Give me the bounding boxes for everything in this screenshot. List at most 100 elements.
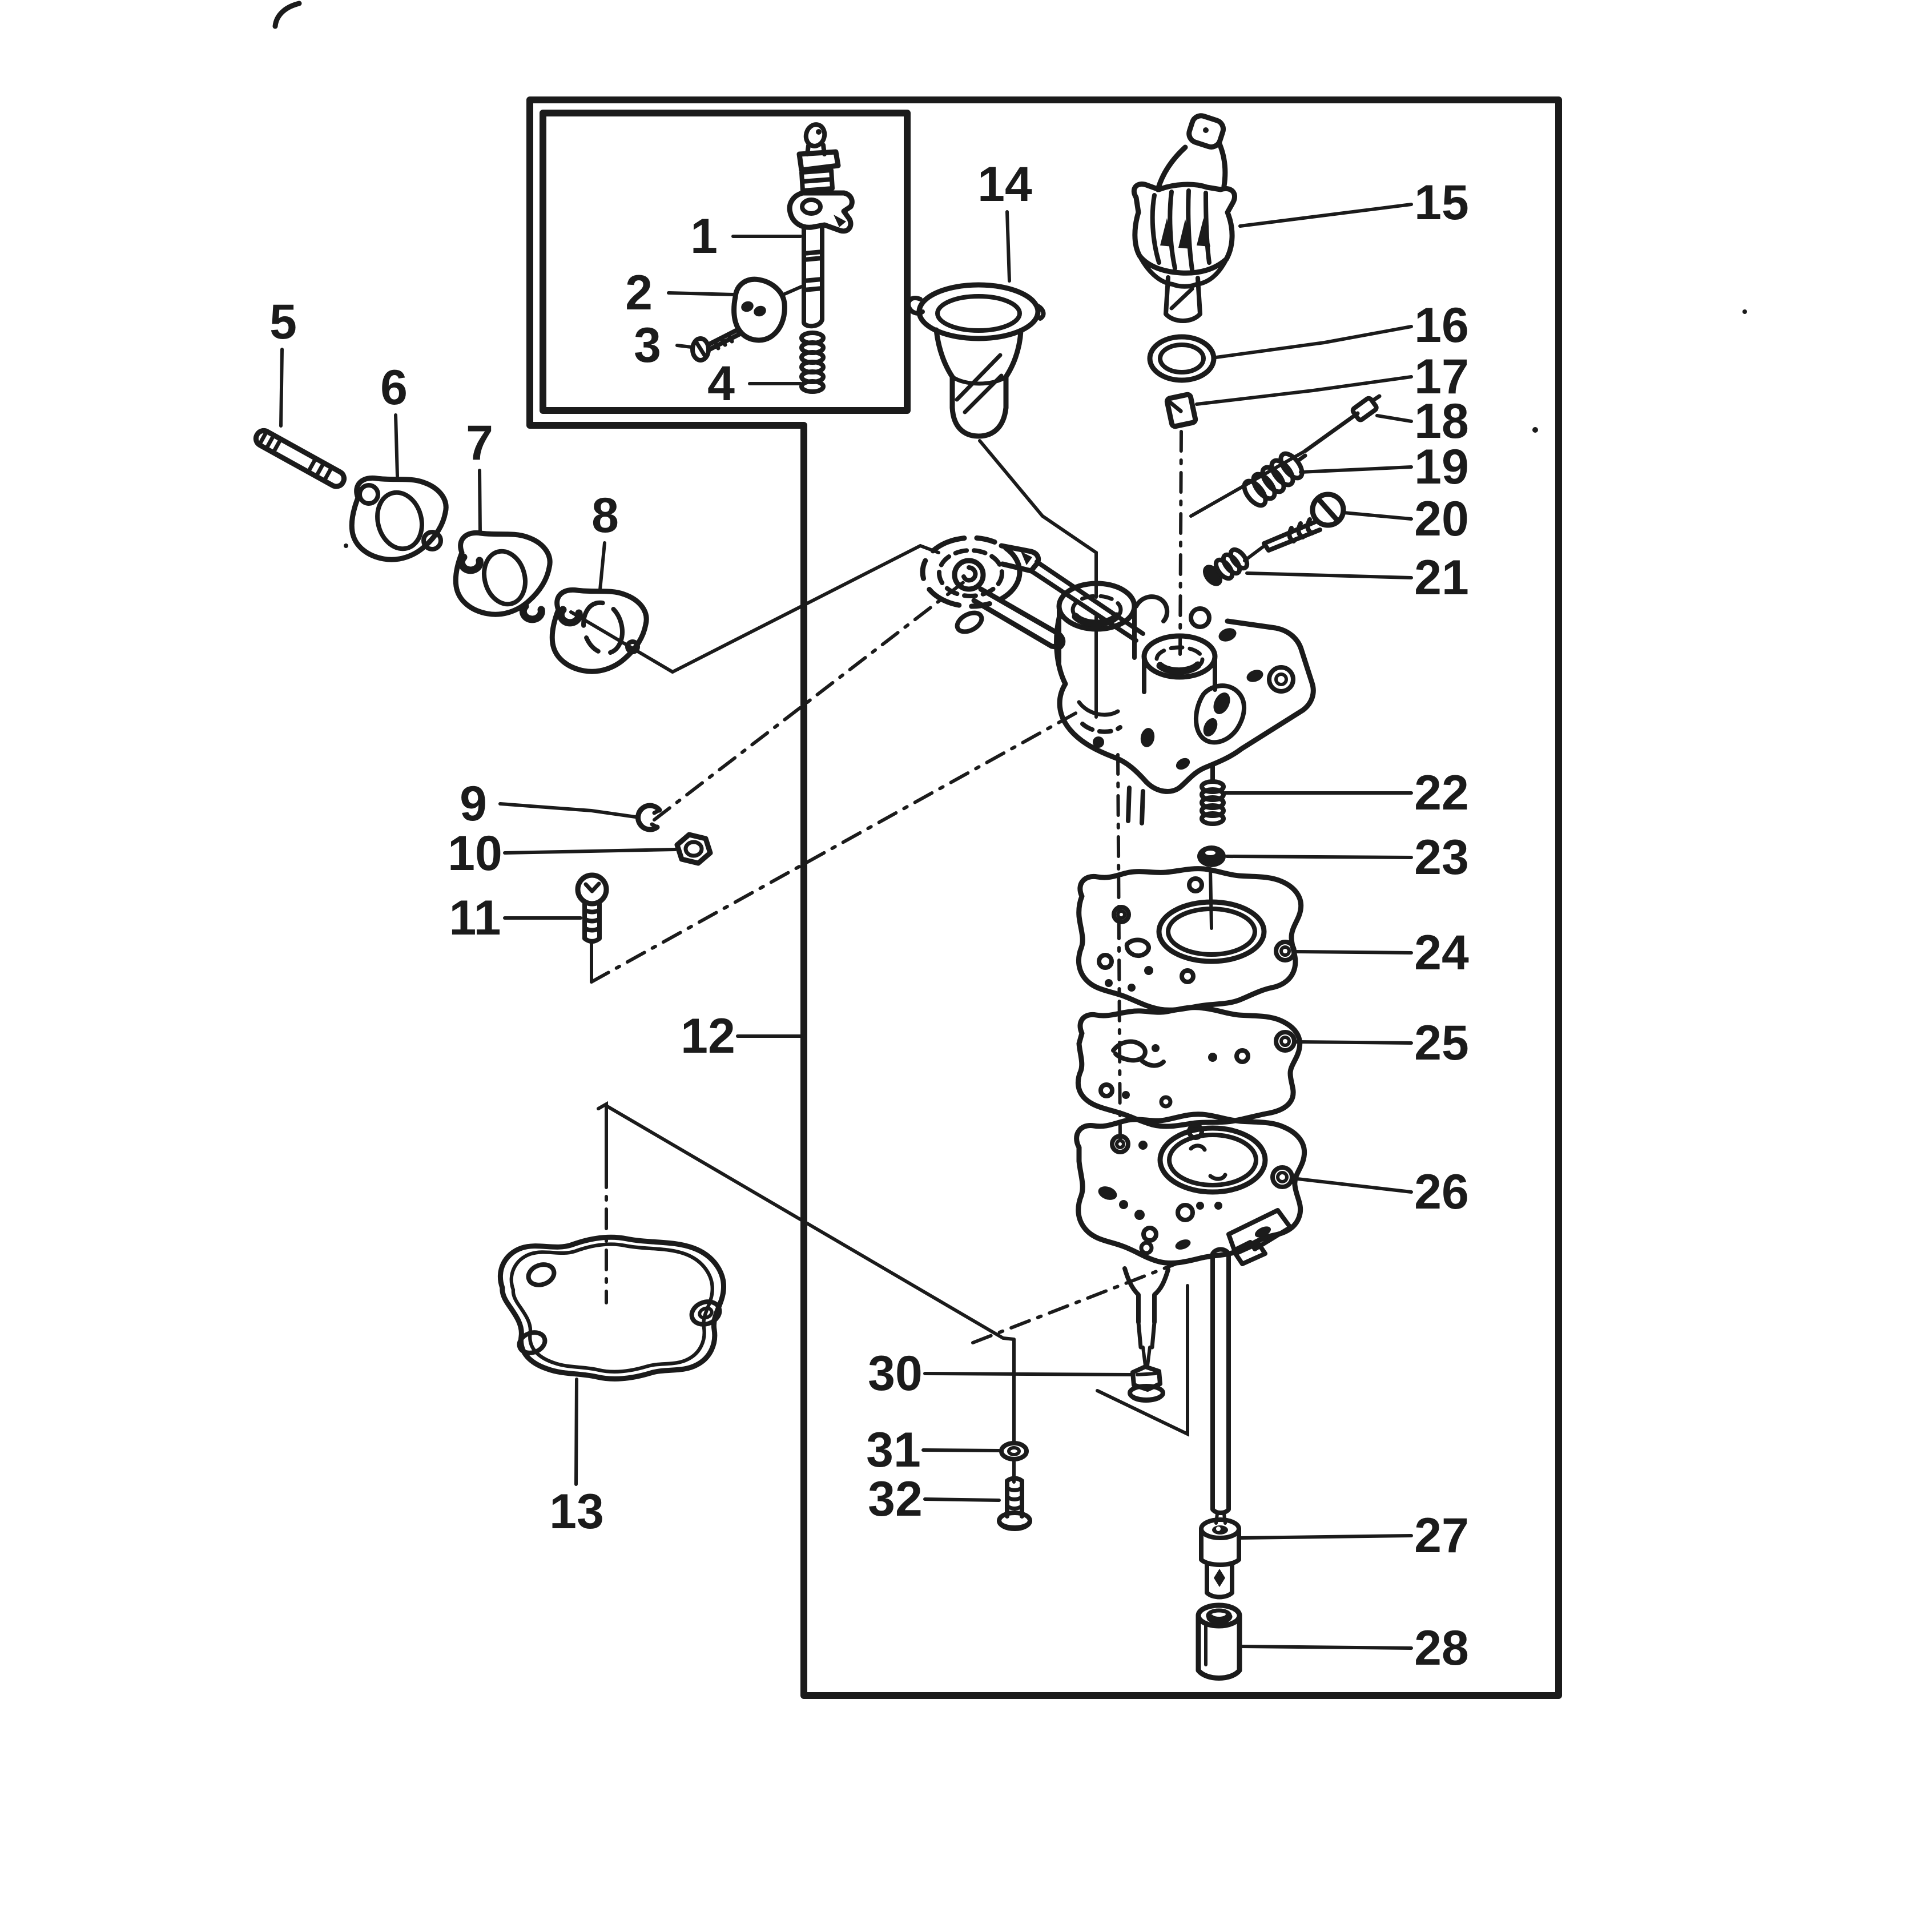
callout-5: 5 <box>269 295 297 349</box>
leader-line-17 <box>1195 375 1413 406</box>
leader-line-9 <box>498 802 637 819</box>
leader-line-27 <box>1238 1534 1413 1540</box>
stack-parts-group <box>997 764 1307 1681</box>
callout-15: 15 <box>1414 175 1469 230</box>
axis-line-needle <box>1189 449 1307 518</box>
axis-line-bowl-a <box>597 1101 608 1170</box>
speck-icon <box>344 543 348 548</box>
part-23-seal <box>1197 845 1226 867</box>
part-7-insulator <box>456 533 550 623</box>
part-14-venturi <box>906 282 1046 439</box>
callout-10: 10 <box>448 826 502 881</box>
leader-line-2 <box>667 291 736 296</box>
callout-17: 17 <box>1414 349 1469 404</box>
part-4-spring <box>799 331 826 394</box>
leader-line-8 <box>598 541 606 591</box>
callout-19: 19 <box>1414 440 1469 494</box>
leader-line-19 <box>1299 465 1413 474</box>
part-31-washer <box>999 1441 1029 1461</box>
callout-8: 8 <box>591 488 619 543</box>
pen-mark <box>272 1 302 29</box>
leader-line-15 <box>1238 203 1413 228</box>
axis-line-nozzle <box>971 1258 1189 1344</box>
leader-line-20 <box>1342 511 1413 521</box>
axis-line-screw11b <box>590 710 1081 984</box>
part-2-cam-plate <box>731 276 803 343</box>
axis-line-screw30 <box>1096 1284 1189 1437</box>
part-19-spring <box>1242 451 1307 508</box>
part-25-diaphragm <box>1075 1005 1303 1129</box>
part-18-needle <box>1303 394 1382 453</box>
callout-21: 21 <box>1414 550 1469 605</box>
frame-group <box>272 1 1747 1699</box>
speck-icon <box>1742 309 1747 314</box>
leader-line-31 <box>921 1448 1001 1452</box>
leader-line-16 <box>1214 325 1413 359</box>
callout-27: 27 <box>1414 1508 1469 1563</box>
part-20-screw <box>1262 492 1346 553</box>
callout-22: 22 <box>1414 766 1469 820</box>
axis-lines-group <box>569 430 1307 1484</box>
leader-line-26 <box>1291 1177 1413 1194</box>
axis-line-bottom-diag <box>605 1104 1016 1341</box>
leader-line-6 <box>394 413 399 478</box>
part-32-screw <box>997 1476 1032 1531</box>
part-26-pump-body <box>1074 1111 1307 1367</box>
part-28-bushing <box>1196 1602 1242 1681</box>
leader-line-13 <box>574 1378 578 1486</box>
callout-2: 2 <box>625 265 653 320</box>
part-1-throttle-shaft <box>787 122 855 329</box>
part-21-spring-cap <box>1203 545 1265 586</box>
speck-icon <box>1532 427 1538 433</box>
leader-line-3 <box>675 344 693 349</box>
part-24-gasket <box>1076 866 1304 1013</box>
callout-3: 3 <box>634 318 661 373</box>
top-parts-group <box>906 113 1382 586</box>
part-6-gasket <box>352 478 446 559</box>
callout-13: 13 <box>549 1484 604 1539</box>
throttle-link-rod <box>1210 1247 1231 1525</box>
part-5-stud <box>253 428 347 489</box>
callout-16: 16 <box>1414 298 1469 353</box>
leader-line-10 <box>503 848 677 855</box>
callout-31: 31 <box>866 1423 921 1477</box>
part-13-bowl-gasket <box>500 1237 723 1379</box>
axis-line-seal <box>1209 867 1213 930</box>
callout-26: 26 <box>1414 1165 1469 1219</box>
inset-border <box>540 110 911 414</box>
callout-25: 25 <box>1414 1016 1469 1070</box>
part-16-o-ring <box>1147 334 1217 383</box>
axis-line-clip9 <box>653 576 971 821</box>
leader-line-25 <box>1293 1040 1413 1045</box>
axis-line-mount-a <box>569 610 674 674</box>
leader-lines <box>279 203 1413 1650</box>
axis-line-gasket-holes <box>1116 753 1122 1141</box>
leader-line-18 <box>1375 414 1413 423</box>
callout-18: 18 <box>1414 394 1469 449</box>
axis-line-valve <box>1178 430 1183 656</box>
part-11-screw <box>575 872 609 944</box>
carb-body-group <box>920 535 1316 825</box>
part-27-connector <box>1199 1517 1241 1600</box>
leader-line-21 <box>1245 571 1413 579</box>
callout-6: 6 <box>380 360 408 415</box>
callout-32: 32 <box>868 1472 923 1527</box>
leader-line-5 <box>279 348 284 428</box>
part-15-pump-valve <box>1131 113 1237 323</box>
callout-11: 11 <box>449 891 501 945</box>
leader-line-32 <box>923 1497 1001 1502</box>
inset-parts-group <box>690 122 855 394</box>
callout-12: 12 <box>681 1009 735 1064</box>
callout-20: 20 <box>1414 492 1469 546</box>
axis-line-mount-b <box>671 543 940 674</box>
callout-4: 4 <box>707 356 735 411</box>
part-3-screw <box>690 327 742 363</box>
leader-line-28 <box>1239 1645 1413 1650</box>
callout-7: 7 <box>466 416 493 470</box>
callout-28: 28 <box>1414 1621 1469 1676</box>
callout-30: 30 <box>868 1346 923 1401</box>
leader-line-30 <box>923 1372 1132 1376</box>
